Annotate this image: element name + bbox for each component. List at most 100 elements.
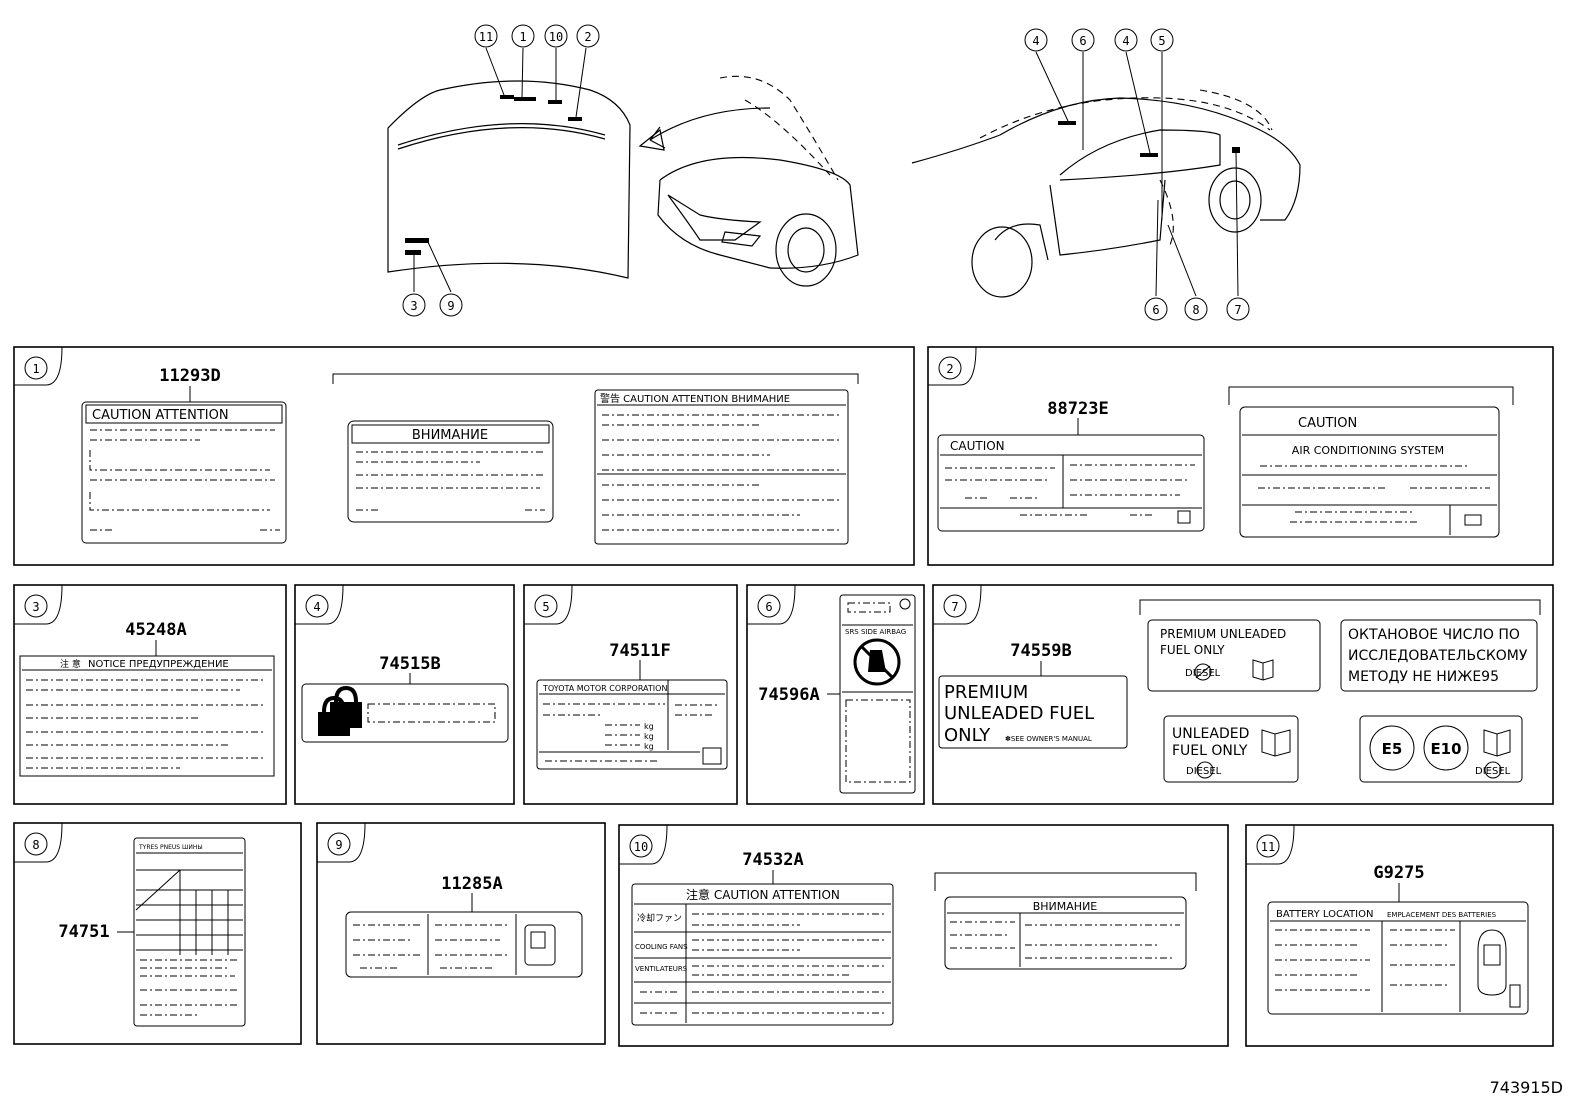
no-child-seat-icon	[853, 638, 901, 686]
section-10: 10 74532A 注意 CAUTION ATTENTION 冷却ファン COO…	[618, 824, 1229, 1047]
section-9: 9 11285A	[316, 822, 606, 1045]
section-number: 11	[1261, 840, 1275, 854]
side-car-overview	[911, 89, 1301, 298]
callout-1: 1	[511, 24, 535, 48]
section-3: 3 45248A 注 意 NOTICE ПРЕДУПРЕЖДЕНИЕ	[13, 584, 287, 805]
vnimanie-text-2: ВНИМАНИЕ	[1033, 900, 1098, 913]
section-number: 8	[32, 838, 39, 852]
overview-leaders	[413, 47, 1239, 297]
premium-text: PREMIUM	[944, 682, 1028, 703]
section-number: 5	[542, 600, 549, 614]
section-number: 6	[765, 600, 772, 614]
car-top-view-icon	[1477, 929, 1507, 996]
see-manual-text: ✽SEE OWNER'S MANUAL	[1005, 735, 1092, 743]
manual-book-icon-3	[1483, 729, 1511, 757]
callout-8: 8	[1184, 297, 1208, 321]
section-number: 1	[32, 362, 39, 376]
part-number: 74596A	[758, 685, 819, 705]
section-11: 11 G9275 BATTERY LOCATION EMPLACEMENT DE…	[1245, 824, 1554, 1047]
only-text: ONLY	[944, 725, 991, 746]
svg-text:冷却ファン: 冷却ファン	[637, 912, 682, 924]
svg-text:ИССЛЕДОВАТЕЛЬСКОМУ: ИССЛЕДОВАТЕЛЬСКОМУ	[1348, 648, 1528, 664]
svg-text:COOLING FANS: COOLING FANS	[635, 943, 688, 951]
callout-10: 10	[544, 24, 568, 48]
svg-text:UNLEADED: UNLEADED	[1172, 726, 1249, 742]
callout-2: 2	[576, 24, 600, 48]
corporation-text: TOYOTA MOTOR CORPORATION	[542, 684, 667, 693]
hood-overview	[387, 80, 771, 279]
callout-4b: 4	[1114, 28, 1138, 52]
svg-text:5: 5	[1158, 34, 1165, 48]
caution-text: CAUTION	[950, 439, 1005, 453]
svg-text:DIESEL: DIESEL	[1475, 766, 1511, 777]
part-number: 74511F	[609, 641, 670, 661]
svg-text:kg: kg	[644, 742, 654, 751]
svg-text:6: 6	[1079, 34, 1086, 48]
svg-text:kg: kg	[644, 732, 654, 741]
air-conditioning-text: AIR CONDITIONING SYSTEM	[1292, 444, 1444, 457]
caution-attention-text: CAUTION ATTENTION	[92, 408, 229, 423]
manual-book-icon-2	[1261, 729, 1291, 757]
japanese-notice: 注 意	[60, 658, 81, 670]
section-2: 2 88723E CAUTION CAUTION AIR CONDITIONIN…	[927, 346, 1554, 566]
part-number: 74532A	[742, 850, 803, 870]
part-number: 74515B	[379, 654, 440, 674]
section-8: 8 74751 TYRES PNEUS ШИНЫ	[13, 822, 302, 1045]
e10-badge: E10	[1430, 740, 1461, 758]
svg-text:ОКТАНОВОЕ ЧИСЛО ПО: ОКТАНОВОЕ ЧИСЛО ПО	[1348, 627, 1520, 643]
svg-text:FUEL ONLY: FUEL ONLY	[1172, 743, 1248, 759]
svg-text:МЕТОДУ НЕ НИЖЕ95: МЕТОДУ НЕ НИЖЕ95	[1348, 669, 1499, 685]
section-7: 7 74559B PREMIUM UNLEADED FUEL ONLY ✽SEE…	[932, 584, 1554, 805]
callout-9: 9	[439, 293, 463, 317]
vnimanie-text: ВНИМАНИЕ	[412, 428, 488, 443]
svg-text:VENTILATEURS: VENTILATEURS	[635, 965, 688, 973]
front-car-overview	[657, 75, 859, 287]
svg-text:7: 7	[1234, 303, 1241, 317]
svg-text:PREMIUM UNLEADED: PREMIUM UNLEADED	[1160, 627, 1286, 641]
battery-location-fr-text: EMPLACEMENT DES BATTERIES	[1387, 911, 1497, 919]
section-number: 9	[335, 838, 342, 852]
svg-text:DIESEL: DIESEL	[1186, 766, 1222, 777]
part-number: 88723E	[1047, 399, 1108, 419]
svg-text:1: 1	[519, 30, 526, 44]
svg-text:3: 3	[410, 299, 417, 313]
diesel-text: DIESEL	[1185, 668, 1221, 679]
section-4: 4 74515B	[294, 584, 515, 805]
callout-3: 3	[402, 293, 426, 317]
svg-text:kg: kg	[644, 722, 654, 731]
svg-text:9: 9	[447, 299, 454, 313]
overview-callouts: 11 1 10 2 3 9 4 6 4 5 6 8 7	[402, 24, 1250, 321]
callout-6b: 6	[1144, 297, 1168, 321]
svg-text:2: 2	[584, 30, 591, 44]
section-number: 10	[634, 840, 648, 854]
section-number: 2	[946, 362, 953, 376]
part-number: 11285A	[441, 874, 502, 894]
section-number: 7	[951, 600, 958, 614]
svg-text:FUEL ONLY: FUEL ONLY	[1160, 643, 1225, 657]
section-number: 3	[32, 600, 39, 614]
part-number: 74559B	[1010, 641, 1071, 661]
part-number: 74751	[58, 922, 109, 942]
svg-text:11: 11	[479, 30, 493, 44]
callout-7: 7	[1226, 297, 1250, 321]
battery-car-icon	[524, 924, 556, 966]
callout-6a: 6	[1071, 28, 1095, 52]
part-number: 11293D	[159, 366, 220, 386]
manual-book-icon	[1252, 659, 1274, 681]
svg-text:4: 4	[1122, 34, 1129, 48]
padlock-icon	[318, 685, 362, 736]
svg-text:10: 10	[549, 30, 563, 44]
svg-text:6: 6	[1152, 303, 1159, 317]
notice-text: NOTICE ПРЕДУПРЕЖДЕНИЕ	[88, 659, 229, 670]
battery-location-text: BATTERY LOCATION	[1276, 909, 1373, 920]
section-5: 5 74511F TOYOTA MOTOR CORPORATION kg kg …	[523, 584, 738, 805]
callout-5: 5	[1150, 28, 1174, 52]
e5-badge: E5	[1382, 740, 1403, 758]
srs-side-airbag-text: SRS SIDE AIRBAG	[845, 628, 906, 636]
diagram-id: 743915D	[1490, 1078, 1563, 1097]
multi-language-header: 警告 CAUTION ATTENTION ВНИМАНИЕ	[600, 392, 790, 405]
section-number: 4	[313, 600, 320, 614]
svg-text:4: 4	[1032, 34, 1039, 48]
callout-11: 11	[474, 24, 498, 48]
